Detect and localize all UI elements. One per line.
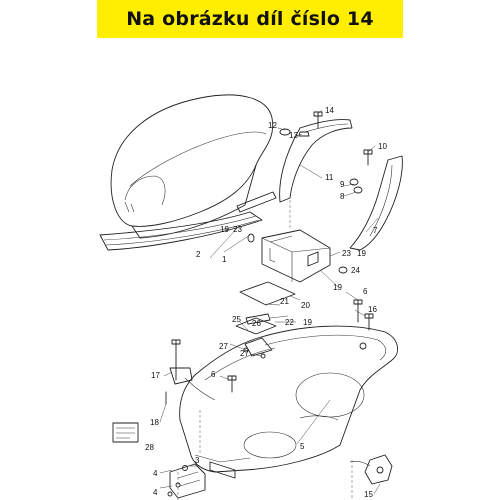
seat-stitch-line bbox=[129, 131, 267, 187]
grab-rail-left bbox=[279, 119, 353, 203]
page-title: Na obrázku díl číslo 14 bbox=[126, 8, 374, 30]
callout-9: 9 bbox=[340, 180, 345, 189]
callout-17: 17 bbox=[151, 371, 160, 380]
callout-14: 14 bbox=[325, 106, 334, 115]
callout-13: 13 bbox=[289, 131, 298, 140]
callout-24: 24 bbox=[351, 266, 360, 275]
callout-27a: 27 bbox=[219, 342, 228, 351]
callout-19b: 19 bbox=[357, 249, 366, 258]
callout-28: 28 bbox=[145, 443, 154, 452]
seat-lock-15 bbox=[349, 454, 393, 485]
callout-15: 15 bbox=[364, 490, 373, 499]
lock-bracket bbox=[247, 229, 348, 283]
seat-bottom-pan bbox=[99, 211, 263, 251]
under-seat-storage-box bbox=[179, 325, 399, 479]
callout-23b: 23 bbox=[342, 249, 351, 258]
callout-19c: 19 bbox=[333, 283, 342, 292]
callout-16: 16 bbox=[368, 305, 377, 314]
callout-12: 12 bbox=[268, 121, 277, 130]
bolts-and-caps bbox=[279, 111, 373, 194]
seat-assembly bbox=[99, 94, 277, 251]
grab-rails bbox=[279, 119, 403, 251]
seat-lock-cable bbox=[165, 339, 216, 405]
callout-6a: 6 bbox=[211, 370, 216, 379]
callout-27b: 27 bbox=[240, 349, 249, 358]
hinge-bracket bbox=[167, 463, 206, 499]
callout-19d: 19 bbox=[303, 318, 312, 327]
callout-21: 21 bbox=[280, 297, 289, 306]
callout-22: 22 bbox=[285, 318, 294, 327]
callout-3: 3 bbox=[195, 456, 200, 465]
callout-19a: 19 bbox=[220, 225, 229, 234]
grab-rail-right bbox=[349, 155, 403, 251]
callout-18: 18 bbox=[150, 418, 159, 427]
mounting-bolts bbox=[227, 299, 374, 393]
seat-pan-rib-2 bbox=[105, 219, 260, 246]
seat-lock-tab bbox=[124, 201, 135, 213]
callout-8: 8 bbox=[340, 192, 345, 201]
callout-2: 2 bbox=[196, 250, 201, 259]
warning-label-28 bbox=[112, 422, 139, 443]
callout-7: 7 bbox=[373, 226, 378, 235]
callout-4b: 4 bbox=[153, 488, 158, 497]
leader-lines bbox=[159, 109, 381, 495]
seat-front-hump bbox=[124, 175, 166, 206]
callout-labels: 1 2 3 4 4 5 6 6 7 8 9 10 11 12 13 14 15 … bbox=[145, 106, 387, 499]
callout-4a: 4 bbox=[153, 469, 158, 478]
callout-1: 1 bbox=[222, 255, 227, 264]
callout-25: 25 bbox=[232, 315, 241, 324]
callout-23a: 23 bbox=[233, 225, 242, 234]
seat-base bbox=[131, 164, 257, 239]
callout-26: 26 bbox=[252, 319, 261, 328]
callout-10: 10 bbox=[378, 142, 387, 151]
seat-pan-rib bbox=[103, 215, 257, 241]
seat-cushion bbox=[110, 94, 274, 227]
title-banner: Na obrázku díl číslo 14 bbox=[97, 0, 403, 38]
pads-and-plates bbox=[235, 281, 296, 359]
seat-trim-strip bbox=[236, 191, 277, 213]
callout-20: 20 bbox=[301, 301, 310, 310]
callout-5: 5 bbox=[300, 442, 305, 451]
callout-6b: 6 bbox=[363, 287, 368, 296]
callout-11: 11 bbox=[325, 173, 334, 182]
